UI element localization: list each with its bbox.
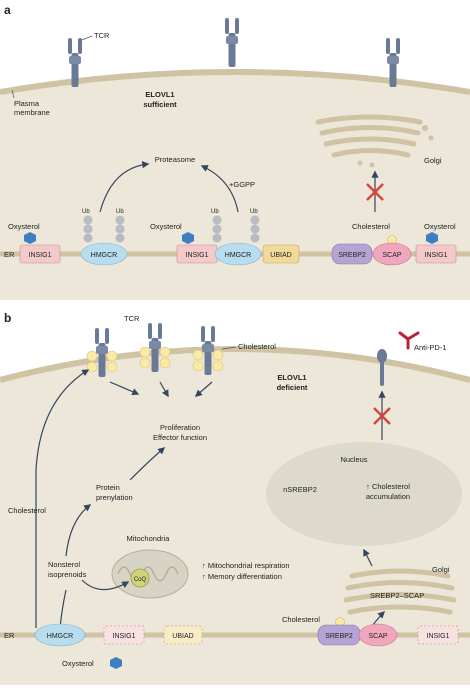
panel-b: b TCR Cholesterol Anti-PD — [0, 311, 470, 685]
srebp2-label: SREBP2 — [325, 633, 353, 640]
oxysterol-icon — [24, 232, 36, 244]
cholesterol-synthesis-label: Cholesterol — [8, 506, 46, 515]
insig1-label: INSIG1 — [425, 252, 448, 259]
effector-function-label: Effector function — [153, 433, 207, 442]
panel-b-label: b — [4, 311, 11, 325]
srebp2-protein — [331, 243, 373, 265]
insig1-label: INSIG1 — [427, 633, 450, 640]
er-label: ER — [4, 631, 15, 640]
oxysterol-icon — [426, 232, 438, 244]
insig1-protein-absent — [103, 625, 145, 645]
insig1-label: INSIG1 — [29, 252, 52, 259]
srebp2-label: SREBP2 — [338, 252, 366, 259]
ubiquitin-chain — [83, 215, 125, 243]
nsrebp2-label: nSREBP2 — [283, 485, 317, 494]
nucleus — [266, 442, 462, 546]
condition-title-1: ELOVL1 — [145, 90, 174, 99]
insig1-label: INSIG1 — [113, 633, 136, 640]
insig1-protein-absent — [417, 625, 459, 645]
ubiad-protein-absent — [163, 625, 203, 645]
proteasome-label: Proteasome — [155, 155, 195, 164]
hmgcr-label: HMGCR — [91, 252, 117, 259]
hmgcr-protein — [80, 242, 128, 266]
anti-pd1-antibody-icon — [398, 331, 420, 350]
oxysterol-label: Oxysterol — [424, 222, 456, 231]
blocked-transport-x-icon — [366, 183, 384, 201]
condition-title-1: ELOVL1 — [277, 373, 306, 382]
condition-title-2: sufficient — [143, 100, 177, 109]
tcr-label: TCR — [94, 31, 110, 40]
tcr-label: TCR — [124, 314, 140, 323]
coq-icon — [130, 568, 150, 588]
condition-title-2: deficient — [277, 383, 308, 392]
ubiad-label: UBIAD — [270, 252, 291, 259]
cholesterol-accumulation-label-1: ↑ Cholesterol — [366, 482, 410, 491]
pd1-receptor — [377, 349, 387, 386]
srebp2-scap-label: SREBP2–SCAP — [370, 591, 424, 600]
golgi-label: Golgi — [432, 565, 450, 574]
proliferation-label: Proliferation — [160, 423, 200, 432]
coq-label: CoQ — [134, 577, 147, 583]
memory-differentiation-label: ↑ Memory differentiation — [202, 572, 282, 581]
scap-label: SCAP — [368, 633, 387, 640]
hmgcr-protein — [214, 242, 262, 266]
golgi-stack — [343, 568, 457, 615]
scap-protein — [372, 242, 412, 266]
cholesterol-label: Cholesterol — [238, 342, 276, 351]
nonsterol-label-1: Nonsterol — [48, 560, 80, 569]
insig1-protein — [415, 244, 457, 264]
tcr-receptor-cluster — [86, 323, 224, 377]
scap-protein — [358, 623, 398, 647]
panel-a-label: a — [4, 3, 11, 17]
panel-a-plasma-membrane — [0, 69, 470, 95]
panel-b-plasma-membrane — [0, 346, 470, 383]
anti-pd1-label: Anti-PD-1 — [414, 343, 447, 352]
insig1-protein — [19, 244, 61, 264]
cholesterol-er-label: Cholesterol — [282, 615, 320, 624]
scap-label: SCAP — [382, 252, 401, 259]
panel-a: a TCR Plasma membrane ELOVL1 sufficient … — [0, 0, 470, 300]
oxysterol-label: Oxysterol — [8, 222, 40, 231]
insig1-label: INSIG1 — [186, 252, 209, 259]
ubiquitin-chain — [212, 215, 260, 243]
oxysterol-icon — [182, 232, 194, 244]
ubiad-label: UBIAD — [172, 633, 193, 640]
cholesterol-label: Cholesterol — [352, 222, 390, 231]
oxysterol-label: Oxysterol — [150, 222, 182, 231]
ub-label: Ub — [82, 209, 90, 215]
ub-label: Ub — [250, 209, 258, 215]
ub-label: Ub — [116, 209, 124, 215]
mito-respiration-label: ↑ Mitochondrial respiration — [202, 561, 290, 570]
cholesterol-accumulation-label-2: accumulation — [366, 492, 410, 501]
plasma-membrane-label-2: membrane — [14, 108, 50, 117]
er-label: ER — [4, 250, 15, 259]
mitochondria-label: Mitochondria — [127, 534, 171, 543]
protein-prenylation-label-2: prenylation — [96, 493, 133, 502]
golgi-stack — [315, 114, 434, 168]
oxysterol-icon — [110, 657, 122, 669]
hmgcr-protein — [34, 623, 86, 647]
protein-prenylation-label-1: Protein — [96, 483, 120, 492]
oxysterol-label: Oxysterol — [62, 659, 94, 668]
golgi-label: Golgi — [424, 156, 442, 165]
ggpp-label: +GGPP — [229, 180, 255, 189]
nucleus-label: Nucleus — [340, 455, 367, 464]
hmgcr-label: HMGCR — [47, 633, 73, 640]
ubiad-protein — [262, 244, 300, 264]
hmgcr-label: HMGCR — [225, 252, 251, 259]
ub-label: Ub — [211, 209, 219, 215]
blocked-pd1-x-icon — [373, 407, 391, 425]
nonsterol-label-2: isoprenoids — [48, 570, 87, 579]
mitochondrion — [111, 549, 189, 599]
plasma-membrane-label-1: Plasma — [14, 99, 40, 108]
